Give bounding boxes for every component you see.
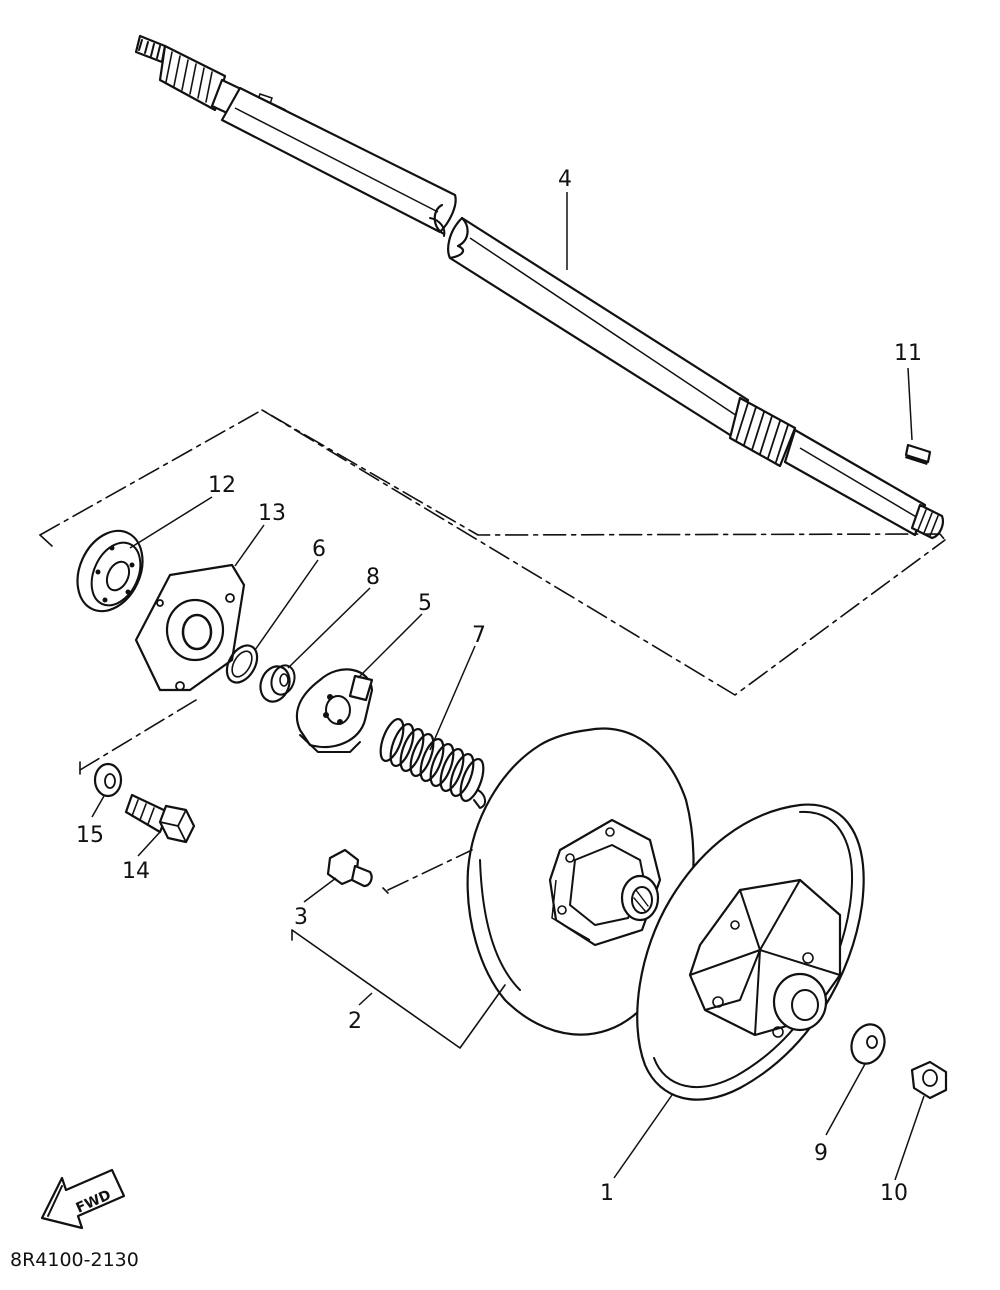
sliding-sheave [466, 727, 695, 1036]
callout-9: 9 [814, 1141, 828, 1166]
woodruff-key [904, 443, 932, 465]
callout-4: 4 [558, 167, 572, 192]
washer-large [850, 1023, 886, 1065]
torque-cam [295, 668, 374, 753]
collar-spacer [259, 664, 296, 703]
callout-8: 8 [366, 565, 380, 590]
callout-11: 11 [894, 341, 922, 366]
fixed-sheave [636, 803, 865, 1101]
callout-5: 5 [418, 591, 432, 616]
slider-pin [326, 848, 373, 888]
leader-lines [91, 192, 925, 1181]
assembly-lines [39, 409, 946, 1049]
hex-bolt [124, 793, 196, 844]
callout-1: 1 [600, 1181, 614, 1206]
primary-shaft [134, 34, 944, 540]
bearing [76, 529, 144, 613]
callout-numbers: 1 2 3 4 5 6 7 8 9 10 11 12 13 14 15 [76, 167, 922, 1206]
bearing-plate [134, 563, 246, 692]
callout-12: 12 [208, 473, 236, 498]
callout-6: 6 [312, 537, 326, 562]
callout-2: 2 [348, 1009, 362, 1034]
compression-spring [379, 717, 486, 809]
diagram-code: 8R4100-2130 [10, 1249, 139, 1271]
callout-15: 15 [76, 823, 104, 848]
o-ring [225, 644, 259, 684]
callout-14: 14 [122, 859, 150, 884]
callout-10: 10 [880, 1181, 908, 1206]
fwd-arrow-icon: FWD [40, 1168, 126, 1230]
callout-3: 3 [294, 905, 308, 930]
callout-13: 13 [258, 501, 286, 526]
washer-small [93, 762, 123, 798]
hex-nut [910, 1060, 948, 1100]
callout-7: 7 [472, 623, 486, 648]
